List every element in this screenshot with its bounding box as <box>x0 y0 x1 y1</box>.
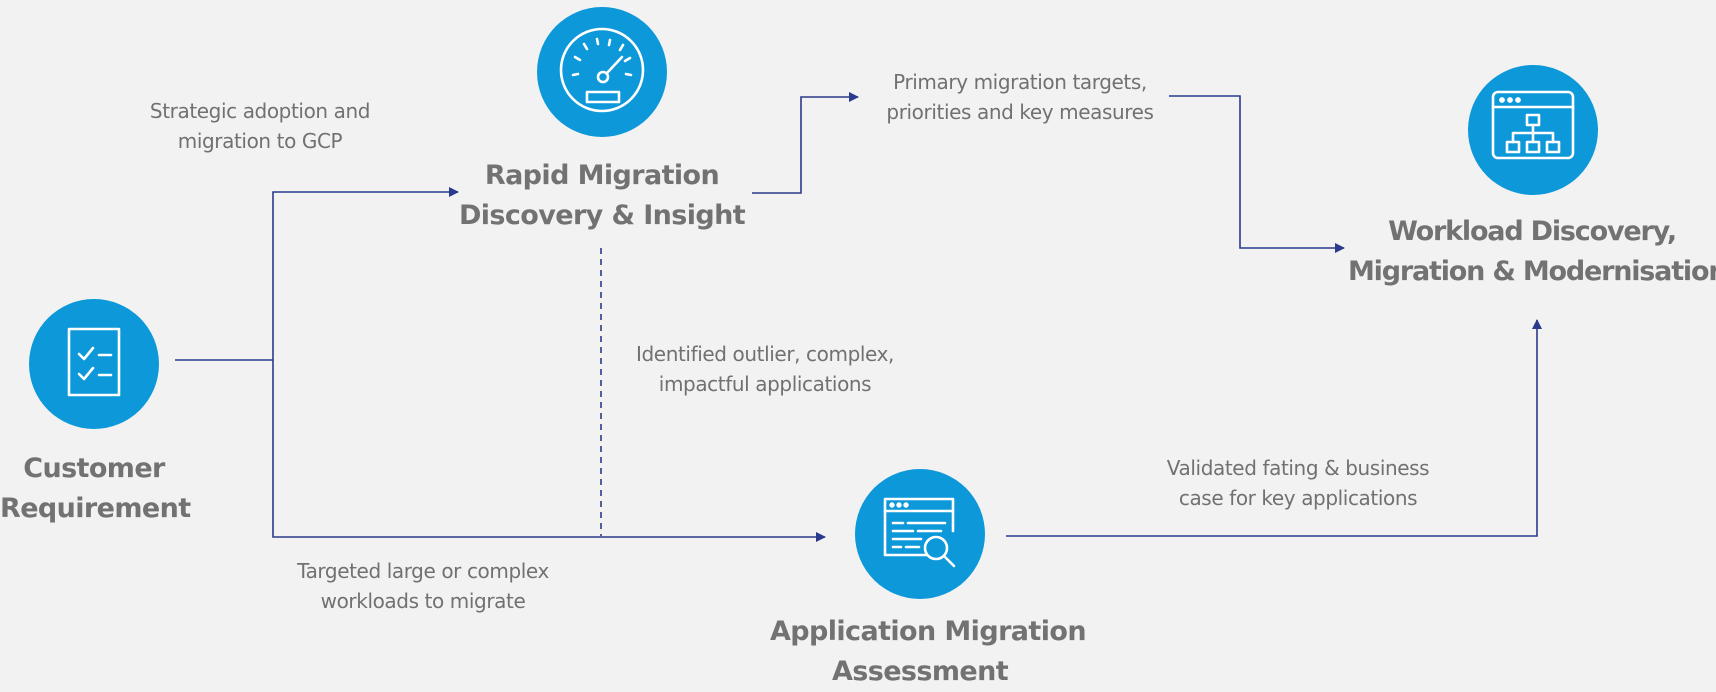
connector-primary-targets-to-workload <box>1169 95 1345 253</box>
checklist-icon <box>54 322 134 406</box>
label-targeted-workloads: Targeted large or complex workloads to m… <box>297 559 549 613</box>
rapid-migration-title: Rapid Migration Discovery & Insight <box>458 160 746 231</box>
connector-to-rapid-migration <box>272 187 459 360</box>
rapid-migration-node <box>537 7 667 137</box>
browser-hierarchy-icon <box>1489 88 1577 172</box>
speedometer-icon <box>557 25 647 119</box>
browser-search-icon <box>879 491 961 577</box>
workload-discovery-title: Workload Discovery, Migration & Modernis… <box>1348 216 1716 287</box>
application-assessment-node <box>855 469 985 599</box>
workload-discovery-node <box>1468 65 1598 195</box>
application-assessment-title: Application Migration Assessment <box>770 616 1087 687</box>
customer-requirement-title: Customer Requirement <box>0 453 191 524</box>
connector-to-application-assessment <box>272 360 826 542</box>
label-strategic-adoption: Strategic adoption and migration to GCP <box>149 99 371 153</box>
label-identified-outliers: Identified outlier, complex, impactful a… <box>636 342 894 396</box>
customer-requirement-node <box>29 299 159 429</box>
connector-rapid-to-primary-targets <box>752 92 859 194</box>
connector-assessment-to-workload <box>1006 319 1542 537</box>
label-primary-targets: Primary migration targets, priorities an… <box>886 70 1154 124</box>
label-validated-business-case: Validated fating & business case for key… <box>1166 456 1430 510</box>
